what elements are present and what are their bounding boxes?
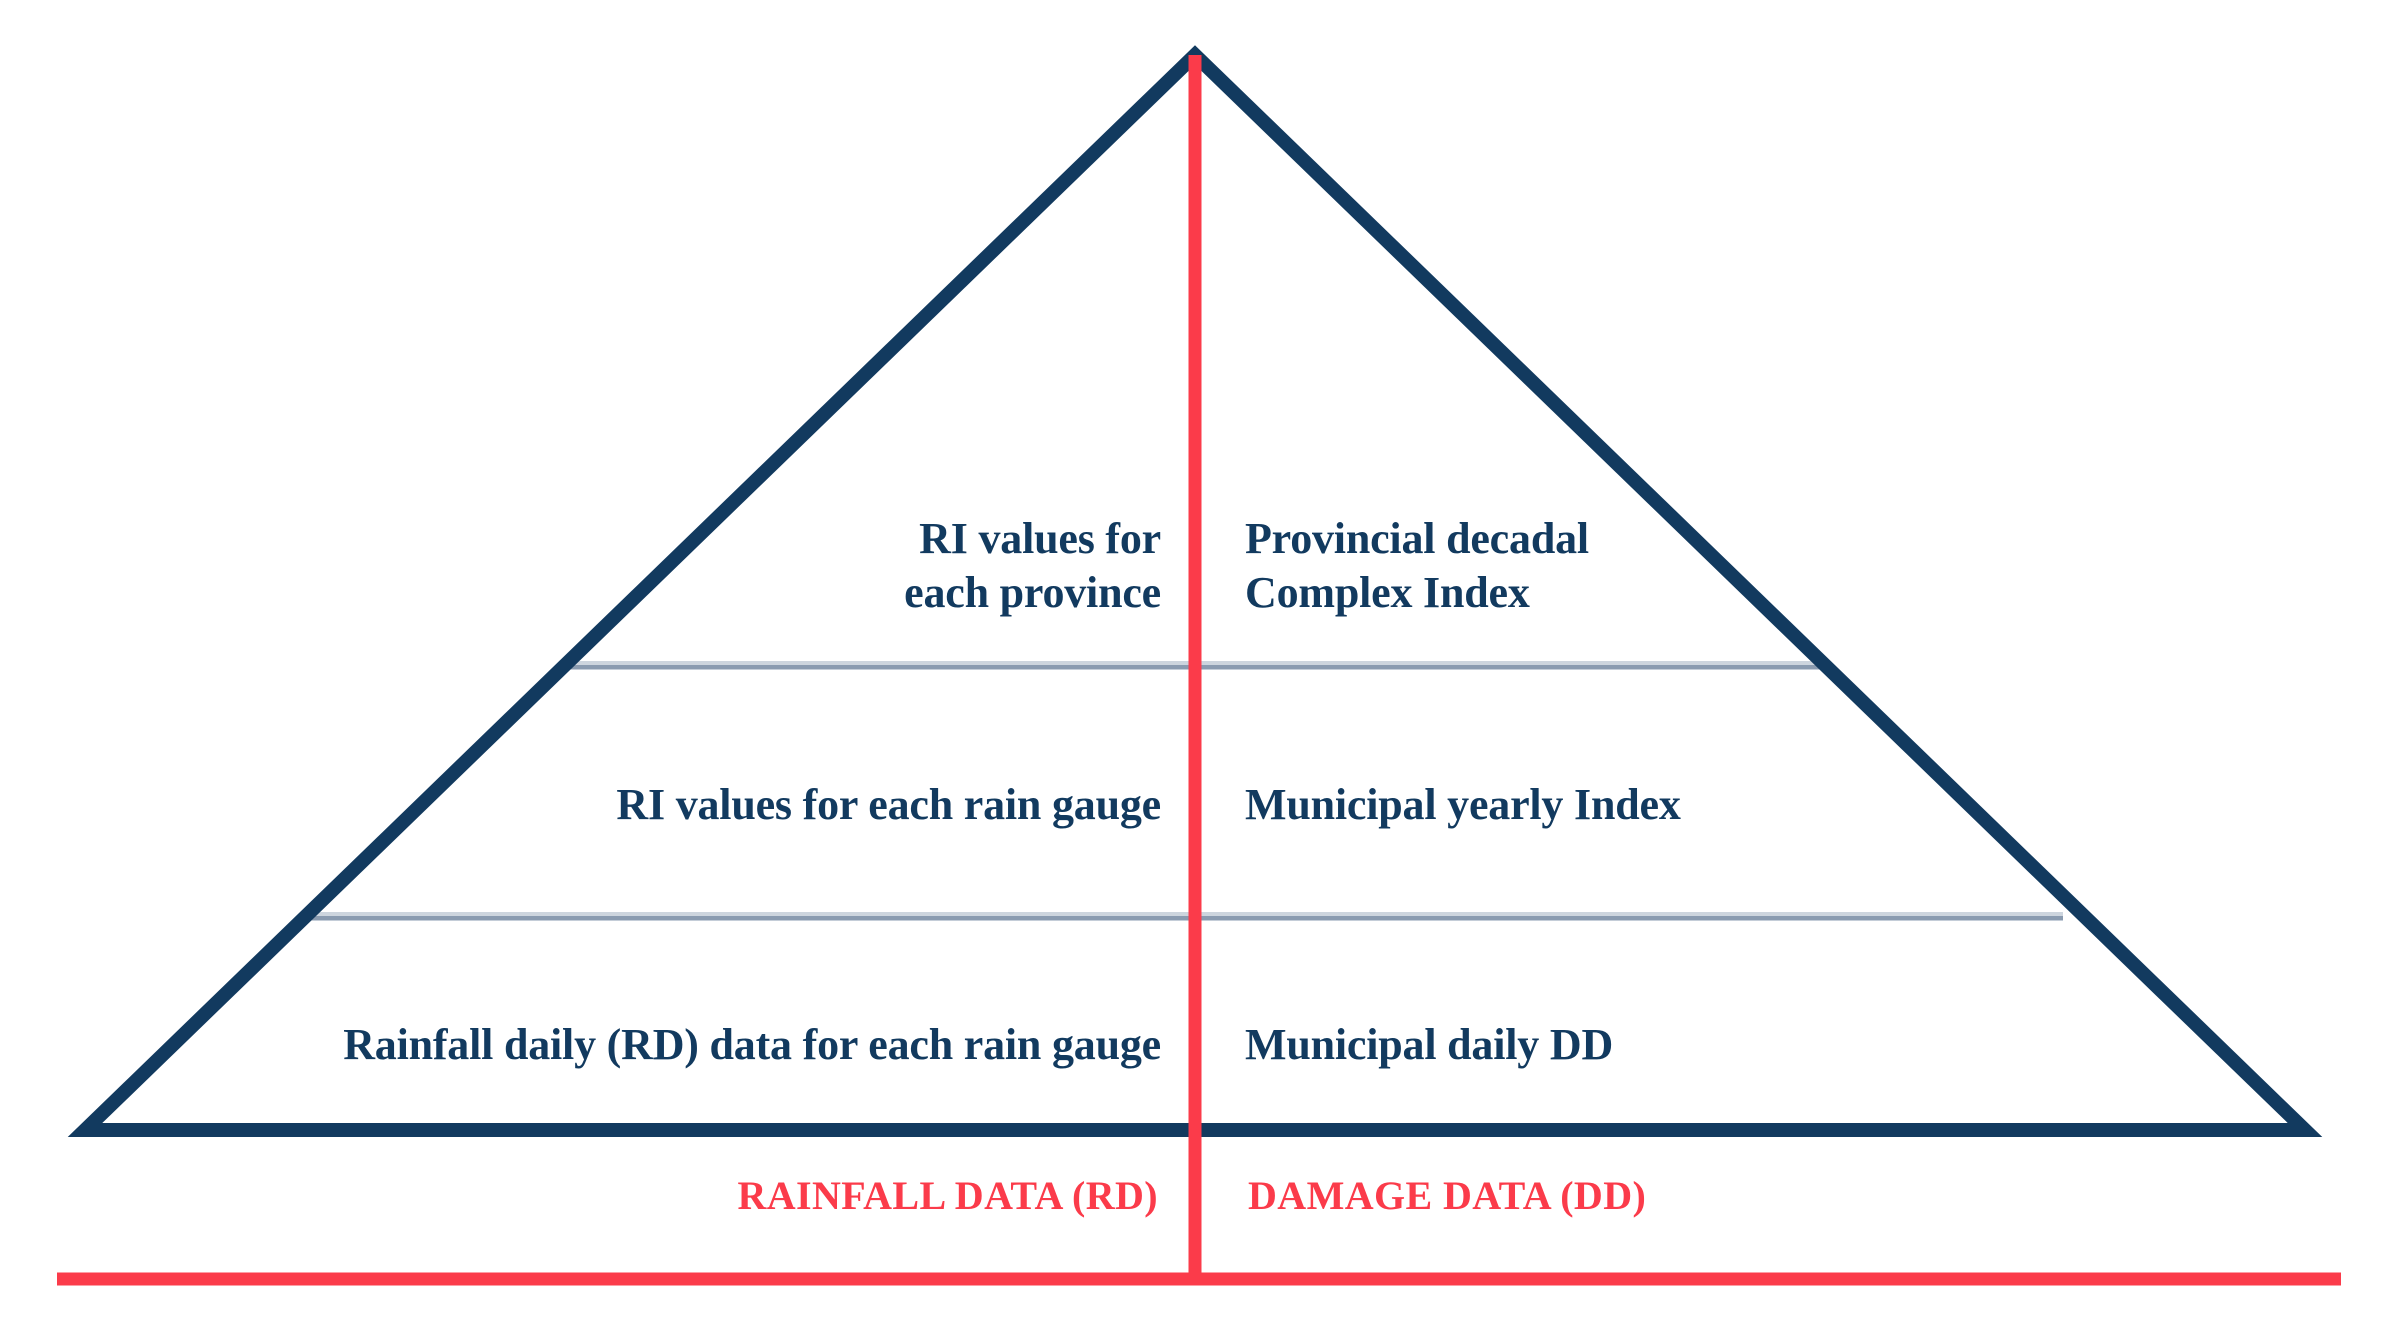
tier-2-right-label: Municipal yearly Index	[1245, 780, 1681, 829]
column-caption-rainfall: RAINFALL DATA (RD)	[737, 1173, 1158, 1218]
tier-2-left-label: RI values for each rain gauge	[616, 780, 1161, 829]
tier-3-right-label: Municipal daily DD	[1245, 1020, 1614, 1069]
column-caption-damage: DAMAGE DATA (DD)	[1248, 1173, 1647, 1218]
tier-1-right-label: Provincial decadal Complex Index	[1245, 514, 1589, 617]
tier-1-left-label: RI values for each province	[904, 514, 1161, 617]
tier-3-left-label: Rainfall daily (RD) data for each rain g…	[343, 1020, 1161, 1069]
